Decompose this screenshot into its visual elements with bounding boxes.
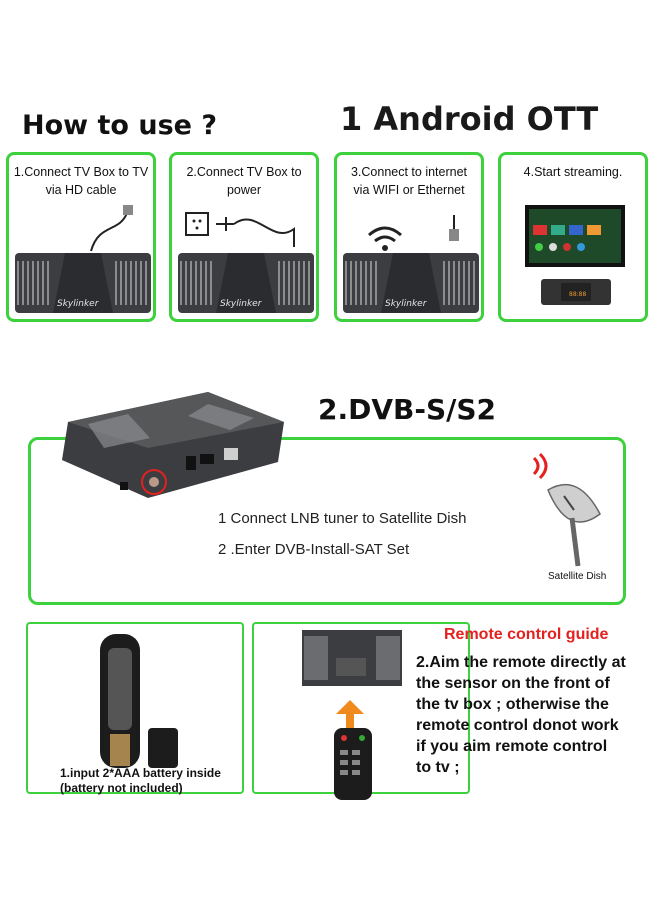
tv-box-image: Skylinker bbox=[15, 253, 151, 313]
satellite-dish-icon bbox=[532, 452, 601, 567]
guide-line: 2.Aim the remote directly at bbox=[416, 654, 626, 671]
brand-logo: Skylinker bbox=[57, 299, 99, 309]
brand-logo: Skylinker bbox=[220, 299, 262, 309]
remote-guide-text: 2.Aim the remote directly at the sensor … bbox=[416, 652, 660, 778]
hd-cable-icon bbox=[90, 205, 133, 252]
android-ott-heading: 1 Android OTT bbox=[340, 100, 599, 138]
dish-label: Satellite Dish bbox=[548, 571, 607, 582]
svg-text:88:88: 88:88 bbox=[569, 291, 586, 298]
remote-battery-image bbox=[100, 634, 178, 768]
battery-line2: (battery not included) bbox=[60, 781, 183, 795]
step-label-line1: 3.Connect to internet bbox=[350, 165, 468, 179]
step-label: 2.Connect TV Box to power bbox=[172, 163, 316, 199]
step-label-line1: 1.Connect TV Box to TV bbox=[13, 165, 149, 179]
dvb-step-1: 1 Connect LNB tuner to Satellite Dish bbox=[218, 510, 467, 527]
remote-guide-title: Remote control guide bbox=[444, 626, 609, 643]
step-card-internet: 3.Connect to internet via WIFI or Ethern… bbox=[334, 152, 484, 322]
guide-line: the sensor on the front of bbox=[416, 675, 610, 692]
tv-box-image: Skylinker bbox=[178, 253, 314, 313]
step-card-hd-cable: 1.Connect TV Box to TV via HD cable Skyl… bbox=[6, 152, 156, 322]
step-card-power: 2.Connect TV Box to power Skylinker bbox=[169, 152, 319, 322]
guide-line: the tv box ; otherwise the bbox=[416, 696, 609, 713]
tv-screen-icon bbox=[525, 205, 625, 267]
brand-logo: Skylinker bbox=[385, 299, 427, 309]
battery-line1: 1.input 2*AAA battery inside bbox=[60, 766, 221, 780]
remote-aim-image bbox=[302, 630, 402, 800]
tv-box-image: 88:88 bbox=[541, 279, 611, 305]
step-label-line2: via WIFI or Ethernet bbox=[353, 183, 465, 197]
step-label-line1: 2.Connect TV Box to bbox=[186, 165, 302, 179]
step-card-streaming: 4.Start streaming. 88:88 bbox=[498, 152, 648, 322]
step-label-line1: 4.Start streaming. bbox=[523, 165, 623, 179]
step-label-line2: via HD cable bbox=[45, 183, 117, 197]
guide-line: remote control donot work bbox=[416, 717, 619, 734]
tv-box-rear-image bbox=[62, 392, 284, 498]
step-label: 1.Connect TV Box to TV via HD cable bbox=[9, 163, 153, 199]
wifi-icon bbox=[368, 226, 402, 251]
step-label: 3.Connect to internet via WIFI or Ethern… bbox=[337, 163, 481, 199]
power-plug-icon bbox=[185, 212, 295, 247]
step-label-line2: power bbox=[226, 183, 262, 197]
dvb-heading: 2.DVB-S/S2 bbox=[318, 393, 497, 426]
dvb-step-2: 2 .Enter DVB-Install-SAT Set bbox=[218, 541, 410, 558]
dvb-frame bbox=[28, 437, 626, 605]
step-label: 4.Start streaming. bbox=[501, 163, 645, 181]
ethernet-icon bbox=[449, 215, 459, 241]
battery-instruction: 1.input 2*AAA battery inside (battery no… bbox=[60, 766, 221, 796]
guide-line: if you aim remote control bbox=[416, 738, 608, 755]
guide-line: to tv ; bbox=[416, 759, 460, 776]
battery-frame bbox=[26, 622, 244, 794]
how-to-use-heading: How to use ? bbox=[22, 110, 218, 141]
tv-box-image: Skylinker bbox=[343, 253, 479, 313]
